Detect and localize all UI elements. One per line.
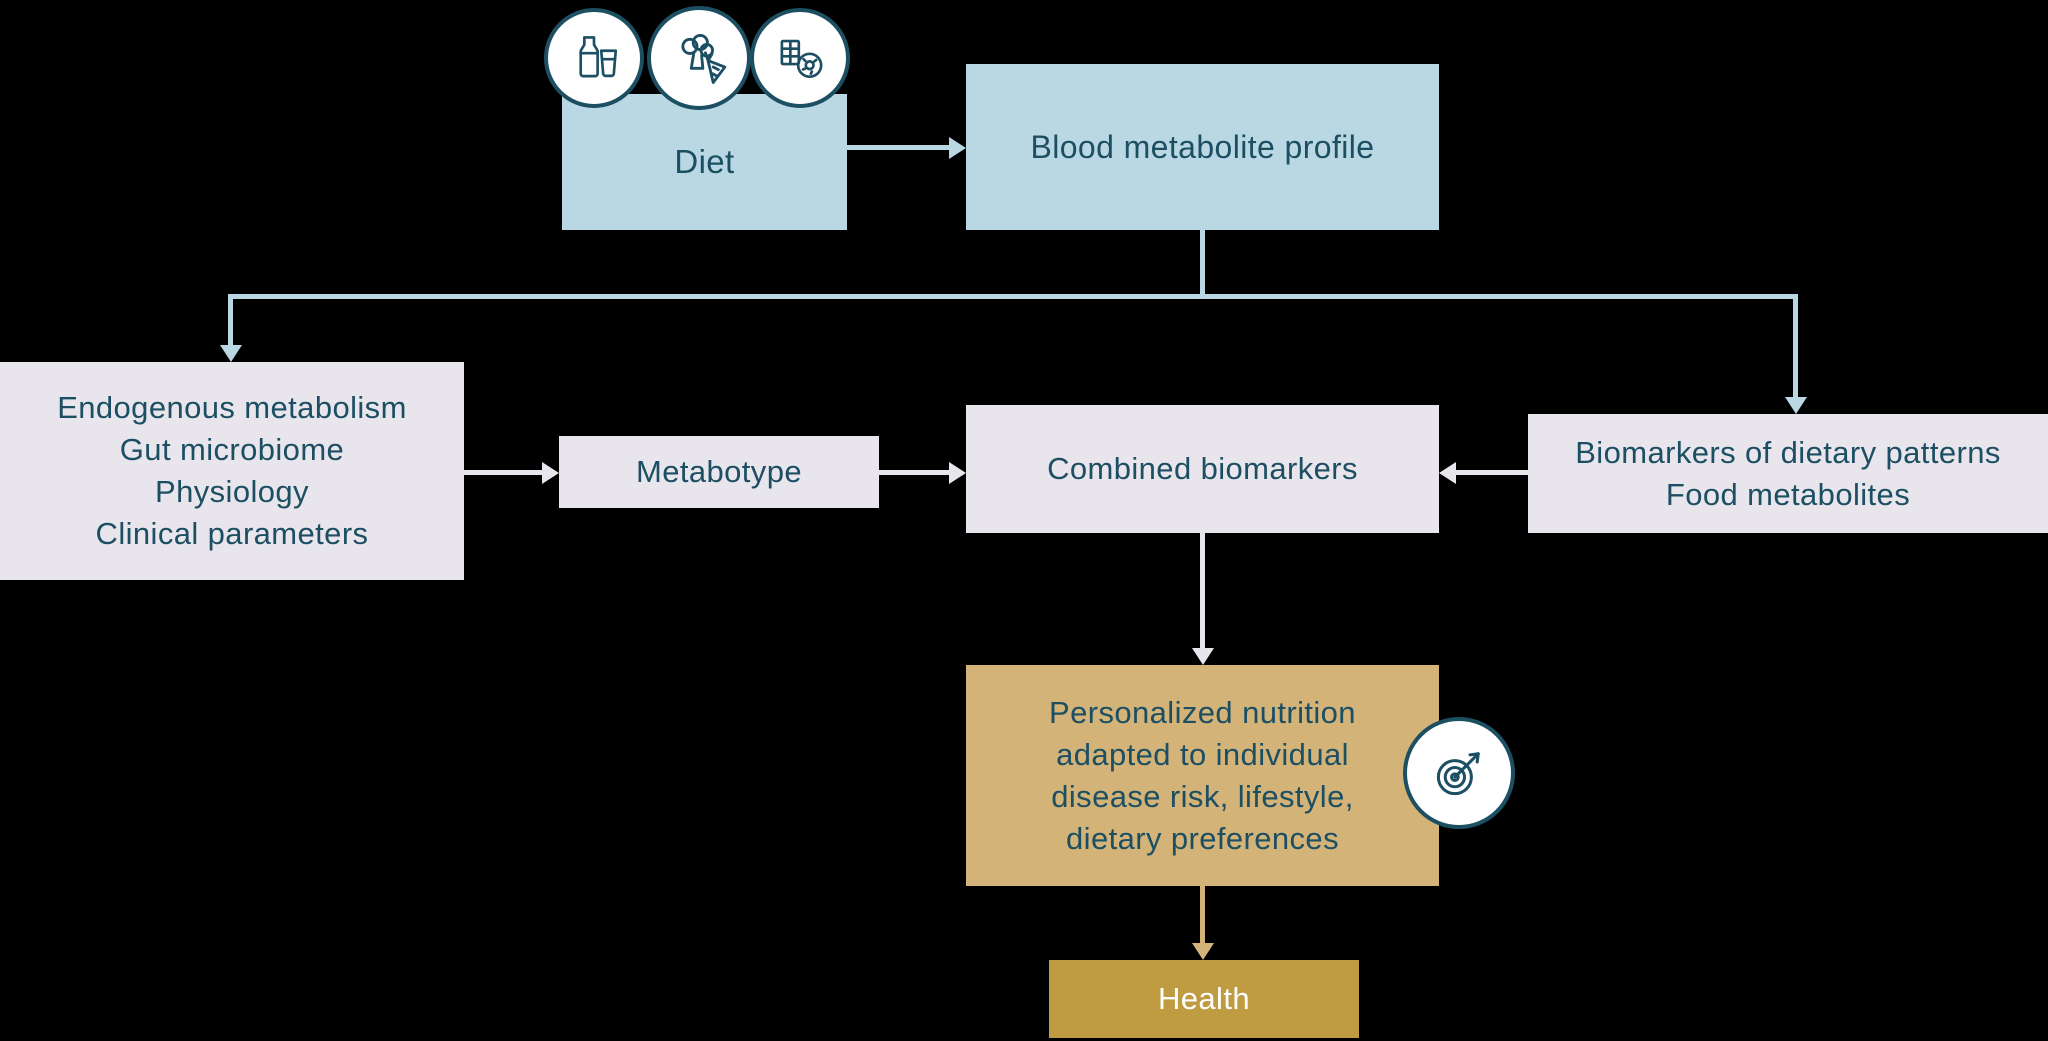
- node-blood-metabolite-profile: Blood metabolite profile: [966, 64, 1439, 230]
- dairy-icon: [544, 8, 644, 108]
- target-icon: [1403, 717, 1515, 829]
- node-blood-label: Blood metabolite profile: [1030, 129, 1375, 165]
- node-personalized-nutrition: Personalized nutrition adapted to indivi…: [966, 665, 1439, 886]
- arrowhead-diet-to-blood: [949, 137, 966, 159]
- connector-endogenous-to-metabotype: [464, 470, 544, 475]
- node-metabotype-label: Metabotype: [636, 454, 802, 489]
- node-combined-label: Combined biomarkers: [1047, 451, 1358, 486]
- connector-distributor: [228, 294, 1798, 299]
- biomarkers-line-1: Biomarkers of dietary patterns: [1575, 434, 2001, 470]
- personalized-line-3: disease risk, lifestyle,: [1051, 778, 1354, 814]
- sweets-icon: [750, 8, 850, 108]
- connector-biomarkers-to-combined: [1454, 470, 1528, 475]
- connector-blood-down: [1200, 230, 1205, 296]
- connector-combined-to-personalized: [1200, 533, 1205, 650]
- arrowhead-to-endogenous: [220, 345, 242, 362]
- arrowhead-to-health: [1192, 943, 1214, 960]
- arrowhead-to-metabotype: [542, 462, 559, 484]
- endogenous-line-1: Endogenous metabolism: [57, 390, 407, 425]
- personalized-line-4: dietary preferences: [1066, 820, 1339, 856]
- connector-personalized-to-health: [1200, 886, 1205, 945]
- node-combined-biomarkers: Combined biomarkers: [966, 405, 1439, 533]
- connector-metabotype-to-combined: [879, 470, 951, 475]
- connector-drop-left: [228, 294, 233, 347]
- personalized-line-1: Personalized nutrition: [1049, 694, 1356, 730]
- endogenous-line-4: Clinical parameters: [95, 516, 369, 551]
- arrowhead-biomarkers-to-combined: [1439, 462, 1456, 484]
- node-endogenous-metabolism: Endogenous metabolism Gut microbiome Phy…: [0, 362, 464, 580]
- connector-drop-right: [1793, 294, 1798, 399]
- endogenous-line-2: Gut microbiome: [119, 432, 345, 467]
- node-diet: Diet: [562, 94, 847, 230]
- node-health-label: Health: [1157, 981, 1250, 1016]
- arrowhead-to-personalized: [1192, 648, 1214, 665]
- arrowhead-metabotype-to-combined: [949, 462, 966, 484]
- node-biomarkers-dietary-patterns: Biomarkers of dietary patterns Food meta…: [1528, 414, 2048, 533]
- node-metabotype: Metabotype: [559, 436, 879, 508]
- node-diet-label: Diet: [674, 143, 735, 180]
- produce-icon: [647, 6, 751, 110]
- connector-diet-to-blood: [847, 145, 949, 150]
- endogenous-line-3: Physiology: [155, 474, 309, 509]
- biomarkers-line-2: Food metabolites: [1665, 476, 1911, 512]
- arrowhead-to-biomarkers: [1785, 397, 1807, 414]
- node-health: Health: [1049, 960, 1359, 1038]
- personalized-line-2: adapted to individual: [1056, 736, 1349, 772]
